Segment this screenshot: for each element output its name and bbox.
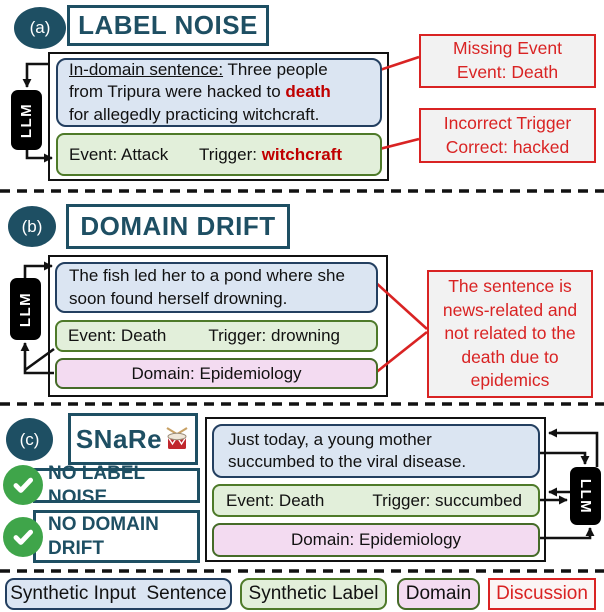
panel-c-sentence-box: Just today, a young mother succumbed to … [212, 424, 540, 478]
panel-c-tag-label: (c) [19, 429, 40, 449]
panel-a-tag: (a) [14, 7, 66, 49]
arrow-domain-to-llm-c [540, 527, 595, 540]
sentence-line: from Tripura were hacked to death [69, 81, 370, 103]
badge-label: NO LABEL NOISE [48, 462, 145, 508]
panel-a-title-box: LABEL NOISE [67, 5, 269, 46]
panel-c-domain-box: Domain: Epidemiology [212, 523, 540, 557]
panel-c-event-label: Event: Death [226, 490, 325, 510]
legend-label: Synthetic Label [248, 583, 379, 604]
panel-c-trigger-label: Trigger: succumbed [372, 490, 522, 510]
arrow-llm-to-sentence-c [548, 428, 599, 467]
check-icon [3, 517, 43, 557]
legend-label: Domain [405, 583, 472, 604]
trigger-prefix: Trigger: [199, 144, 262, 164]
sentence-highlight-death: death [285, 82, 331, 102]
panel-b-llm-label: LLM [17, 291, 35, 327]
panel-a-llm-box: LLM [11, 90, 42, 150]
panel-a-note-missing-event: Missing Event Event: Death [419, 34, 596, 88]
panel-a-event-label: Event: Attack [69, 144, 169, 164]
sentence-line: Just today, a young mother [228, 429, 432, 449]
sentence-text: Three people [223, 60, 328, 80]
sentence-line: soon found herself drowning. [69, 288, 288, 308]
legend-label: Synthetic Input Sentence [10, 583, 227, 604]
panel-c-llm-box: LLM [570, 467, 601, 525]
note-line: Incorrect Trigger [443, 112, 572, 133]
panel-b-sentence-box: The fish led her to a pond where she soo… [55, 262, 378, 313]
panel-a-tag-label: (a) [29, 18, 51, 37]
arrow-sentence-to-llm-c [540, 451, 590, 465]
check-icon [3, 465, 43, 505]
panel-c-tag: (c) [6, 418, 53, 461]
note-line: Missing Event [453, 38, 562, 59]
panel-b-domain-label: Domain: Epidemiology [131, 363, 302, 383]
panel-c-llm-label: LLM [577, 478, 595, 514]
panel-a-llm-label: LLM [18, 102, 36, 138]
panel-a-sentence-box: In-domain sentence: Three people from Tr… [56, 58, 382, 127]
panel-b-tag-label: (b) [21, 216, 43, 236]
sentence-line: In-domain sentence: Three people [69, 59, 370, 81]
sentence-prefix: In-domain sentence: [69, 60, 224, 80]
panel-b-llm-box: LLM [10, 278, 41, 340]
panel-b-title-box: DOMAIN DRIFT [66, 204, 290, 249]
badge-no-label-noise: NO LABEL NOISE [33, 463, 200, 508]
panel-b-domain-box: Domain: Epidemiology [55, 358, 378, 389]
panel-c-title-box: SNaRe [68, 413, 198, 465]
arrow-sentence-to-llm-a [22, 62, 48, 88]
badge-no-domain-drift: NO DOMAIN DRIFT [33, 510, 200, 563]
panel-c-title: SNaRe [75, 423, 163, 454]
panel-c-domain-label: Domain: Epidemiology [290, 530, 462, 549]
legend-discussion: Discussion [488, 578, 596, 610]
panel-a-note-incorrect-trigger: Incorrect Trigger Correct: hacked [419, 108, 596, 163]
panel-a-title: LABEL NOISE [78, 10, 258, 40]
drum-icon [166, 427, 188, 449]
sentence-text: from Tripura were hacked to [69, 82, 286, 102]
sentence-line: succumbed to the viral disease. [228, 452, 467, 471]
trigger-highlight-witchcraft: witchcraft [261, 144, 342, 164]
panel-b-tag: (b) [8, 206, 56, 247]
panel-b-trigger-label: Trigger: drowning [208, 326, 340, 345]
sentence-line: The fish led her to a pond where she [69, 266, 345, 286]
badge-label: NO DOMAIN DRIFT [48, 513, 159, 559]
legend-domain: Domain [397, 578, 480, 610]
panel-b-event-label: Event: Death [68, 326, 167, 345]
note-text: The sentence is news-related and not rel… [442, 275, 578, 391]
panel-a-label-box: Event: Attack Trigger: witchcraft [56, 133, 382, 176]
panel-b-note-discussion: The sentence is news-related and not rel… [427, 270, 593, 398]
panel-b-label-box: Event: Death Trigger: drowning [55, 320, 378, 352]
note-line: Event: Death [456, 62, 559, 82]
legend-synthetic-input-sentence: Synthetic Input Sentence [5, 578, 232, 610]
sentence-line: for allegedly practicing witchcraft. [69, 104, 370, 126]
legend-synthetic-label: Synthetic Label [240, 578, 387, 610]
legend-label: Discussion [496, 583, 588, 604]
panel-c-label-box: Event: Death Trigger: succumbed [212, 484, 540, 517]
note-line: Correct: hacked [445, 136, 570, 157]
panel-b-title: DOMAIN DRIFT [80, 211, 276, 241]
panel-a-trigger-label: Trigger: witchcraft [199, 145, 342, 165]
sentence-text: for allegedly practicing witchcraft. [69, 104, 320, 124]
